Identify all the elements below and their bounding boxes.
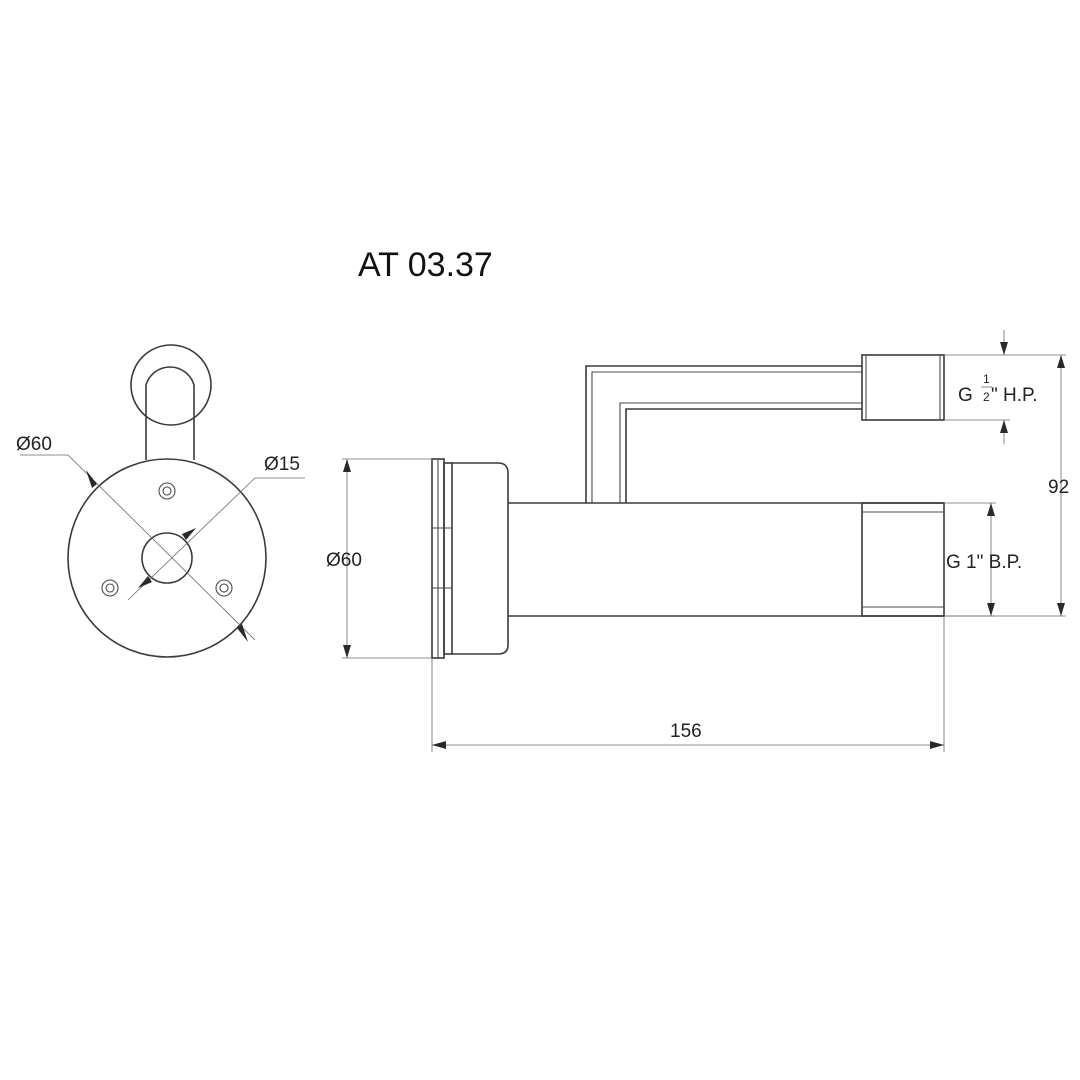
- pipe-inner: [625, 408, 862, 503]
- bore-diameter-label: Ø15: [264, 454, 300, 475]
- bottom-thread-label: G 1" B.P.: [946, 552, 1022, 573]
- length-label: 156: [670, 721, 702, 742]
- front-view: Ø60 Ø15: [16, 344, 305, 658]
- pipe-outer: [585, 365, 862, 503]
- body-diameter-label: Ø60: [326, 550, 362, 571]
- top-outlet: [861, 354, 945, 421]
- svg-text:1: 1: [983, 372, 990, 386]
- cap-body: [452, 462, 509, 655]
- flange-diameter-label: Ø60: [16, 434, 52, 455]
- top-ring: [130, 344, 212, 426]
- center-bore: [141, 532, 193, 584]
- flange-diameter-leader: [67, 454, 256, 641]
- svg-text:2: 2: [983, 390, 990, 404]
- flange-disc: [67, 458, 267, 658]
- top-thread-label: G 1 2 " H.P.: [958, 372, 1038, 406]
- screw-hole-left: [101, 579, 119, 597]
- height-label: 92: [1048, 477, 1069, 498]
- bottom-thread-section: [861, 502, 945, 617]
- drawing-title: AT 03.37: [358, 246, 493, 284]
- svg-text:" H.P.: " H.P.: [991, 385, 1038, 406]
- screw-hole-right: [215, 579, 233, 597]
- stem: [145, 366, 195, 460]
- screw-hole-top: [158, 482, 176, 500]
- side-view: Ø60 156 92 G 1 2 " H.P.: [326, 330, 1069, 752]
- svg-text:G: G: [958, 385, 973, 406]
